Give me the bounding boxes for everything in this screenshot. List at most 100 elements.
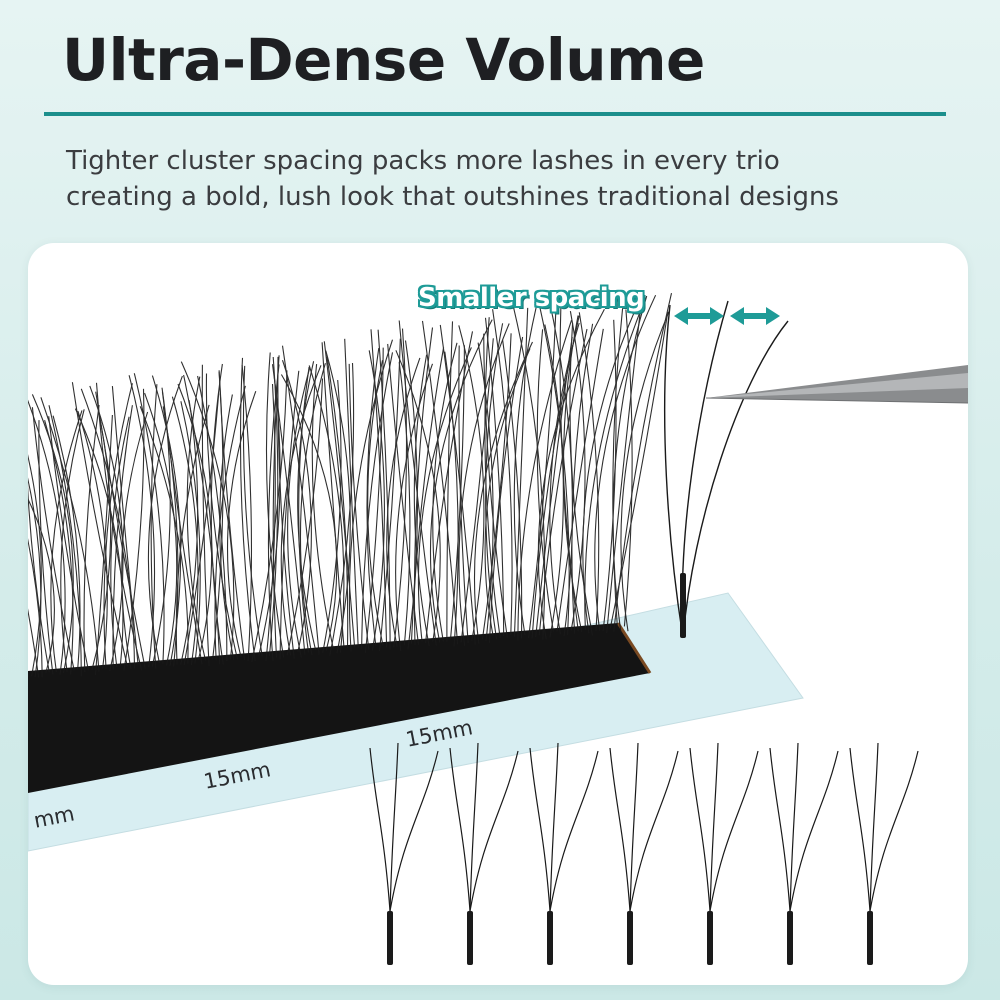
lash-strand bbox=[28, 608, 40, 678]
lash-strand bbox=[512, 303, 546, 640]
lash-strand bbox=[210, 363, 224, 665]
subtitle-line-1: Tighter cluster spacing packs more lashe… bbox=[66, 146, 780, 176]
lash-strand bbox=[556, 328, 604, 632]
lash-strand bbox=[378, 338, 401, 652]
lash-strand bbox=[538, 302, 570, 636]
page-subtitle: Tighter cluster spacing packs more lashe… bbox=[66, 143, 946, 215]
lash-strand bbox=[279, 370, 300, 660]
lash-strand bbox=[326, 356, 349, 648]
trio-cluster bbox=[369, 742, 439, 965]
lash-strand bbox=[226, 391, 257, 658]
lash-strand bbox=[361, 352, 394, 649]
lash-strand bbox=[348, 363, 370, 650]
tweezers-icon bbox=[705, 365, 968, 404]
trio-cluster-row bbox=[369, 742, 919, 965]
lash-strand bbox=[531, 315, 580, 639]
lash-strand bbox=[280, 374, 338, 651]
lash-strand bbox=[28, 484, 50, 673]
lash-strand bbox=[458, 323, 510, 646]
lash-strand bbox=[103, 383, 133, 669]
product-image-card: Smaller spacing 15mm 15mm mm bbox=[28, 243, 968, 985]
trio-cluster bbox=[769, 742, 839, 965]
lash-strand bbox=[242, 365, 263, 657]
trio-cluster bbox=[449, 742, 519, 965]
lash-strand bbox=[239, 357, 256, 662]
lash-strand bbox=[594, 294, 657, 631]
lash-fan bbox=[28, 290, 673, 678]
lash-strand bbox=[377, 329, 391, 650]
lash-strand bbox=[321, 342, 345, 648]
lash-strand bbox=[28, 477, 42, 678]
lash-strand bbox=[28, 454, 42, 677]
lash-strand bbox=[48, 405, 82, 677]
lash-strand bbox=[484, 317, 501, 639]
lash-strand bbox=[606, 290, 644, 634]
lash-strand bbox=[31, 407, 75, 671]
lash-strand bbox=[413, 354, 430, 647]
lash-strand bbox=[40, 397, 100, 672]
lash-strand bbox=[386, 357, 421, 648]
lash-strand bbox=[537, 308, 605, 640]
lash-strand bbox=[83, 405, 100, 673]
lash-strand bbox=[280, 365, 322, 656]
lash-strand bbox=[50, 410, 83, 673]
smaller-spacing-callout: Smaller spacing bbox=[418, 283, 645, 313]
lash-strand bbox=[271, 364, 306, 655]
lash-strand bbox=[287, 367, 311, 658]
lash-strand bbox=[201, 364, 210, 667]
page-title: Ultra-Dense Volume bbox=[62, 26, 705, 94]
lash-strand bbox=[298, 366, 310, 653]
lash-strand bbox=[458, 345, 469, 644]
lash-strand bbox=[612, 308, 624, 627]
lash-strand bbox=[398, 362, 411, 646]
lash-strand bbox=[439, 324, 476, 645]
lash-strand bbox=[578, 312, 600, 631]
lash-strand bbox=[535, 336, 573, 638]
lash-strand bbox=[77, 410, 108, 669]
lash-strand bbox=[370, 329, 388, 648]
lash-strand bbox=[569, 322, 594, 636]
lash-strand bbox=[161, 391, 203, 665]
lash-strand bbox=[620, 310, 670, 632]
lash-strand bbox=[95, 391, 146, 669]
lash-strand bbox=[28, 498, 55, 674]
lash-strand bbox=[277, 356, 295, 659]
lash-strand bbox=[458, 325, 485, 641]
lash-strand bbox=[477, 342, 494, 641]
lash-strand bbox=[492, 309, 513, 635]
lash-strand bbox=[484, 348, 531, 637]
lash-strand bbox=[144, 392, 178, 666]
lash-strand bbox=[429, 319, 493, 643]
lash-strand bbox=[311, 364, 334, 649]
title-divider bbox=[44, 112, 946, 116]
lash-strand bbox=[513, 305, 538, 636]
lash-strand bbox=[128, 375, 156, 668]
lash-strand bbox=[265, 352, 285, 658]
lash-strand bbox=[205, 373, 239, 660]
lash-strand bbox=[89, 385, 124, 672]
subtitle-line-2: creating a bold, lush look that outshine… bbox=[66, 182, 839, 212]
lash-strand bbox=[28, 538, 43, 678]
lash-strand bbox=[74, 408, 124, 666]
lash-strand bbox=[502, 339, 523, 639]
lash-strand bbox=[60, 409, 85, 672]
lash-strand bbox=[95, 382, 143, 671]
lash-strand bbox=[186, 376, 207, 661]
lash-strand bbox=[147, 375, 183, 664]
lash-strand bbox=[180, 401, 201, 664]
lash-strand bbox=[31, 394, 74, 674]
lash-strand bbox=[395, 363, 434, 651]
lash-strand bbox=[584, 305, 644, 631]
lash-strand bbox=[536, 329, 554, 632]
lash-strand bbox=[549, 322, 580, 635]
lash-strand bbox=[484, 317, 505, 637]
lash-strand bbox=[421, 320, 459, 645]
lash-strand bbox=[387, 343, 420, 645]
lash-strand bbox=[366, 348, 380, 647]
lash-strand bbox=[398, 320, 437, 646]
lash-strand bbox=[38, 420, 54, 675]
lash-strand bbox=[219, 394, 235, 661]
lash-strand bbox=[344, 338, 359, 648]
lash-strand bbox=[251, 370, 288, 663]
lash-strand bbox=[267, 364, 280, 662]
